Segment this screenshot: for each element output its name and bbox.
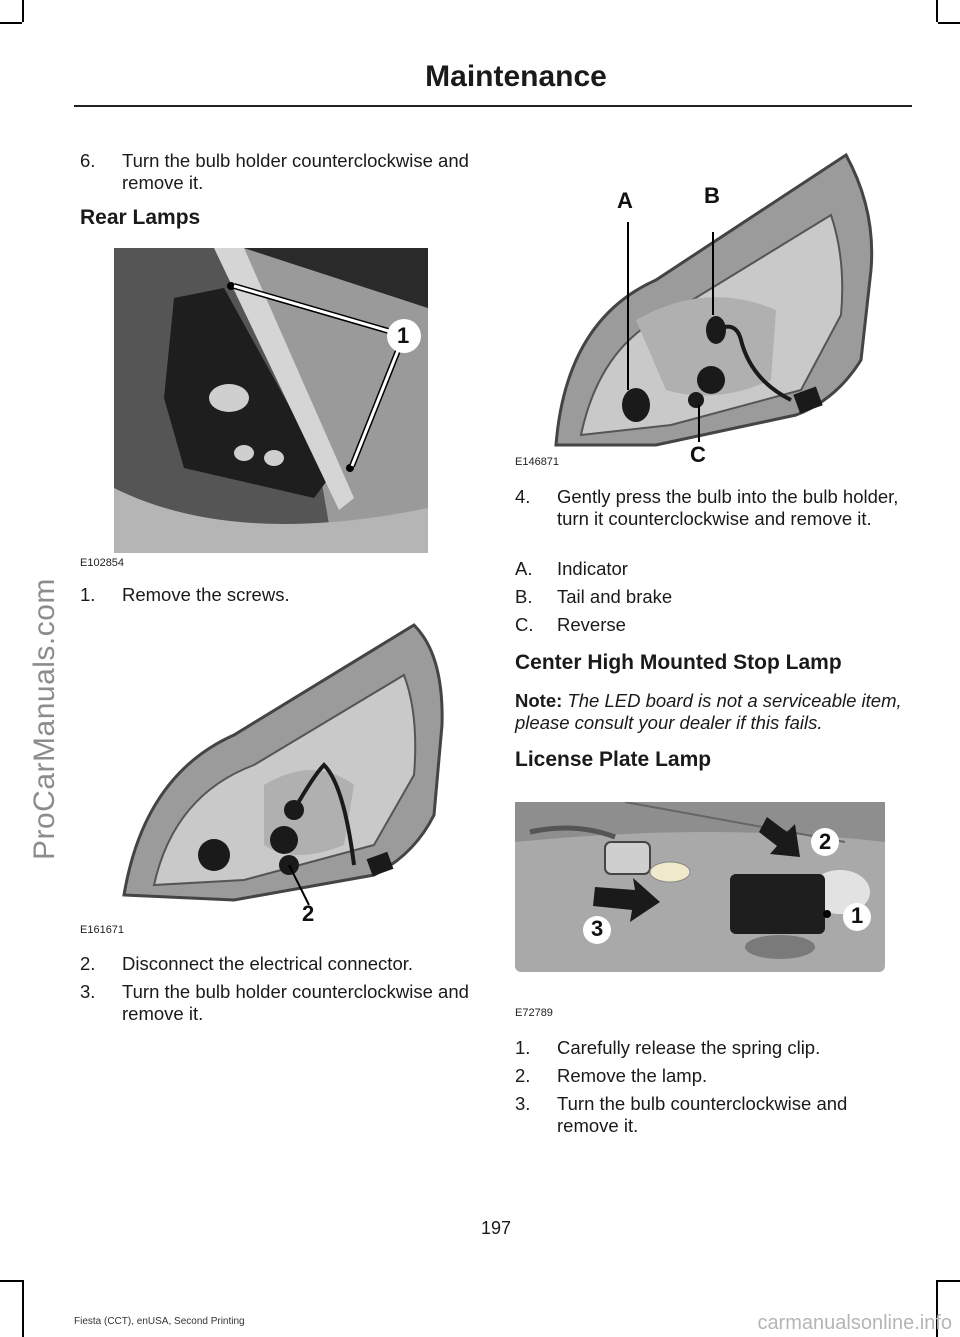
- crop-mark: [936, 1280, 938, 1337]
- callout-3: 3: [591, 916, 604, 941]
- license-step-1: 1. Carefully release the spring clip.: [515, 1037, 905, 1059]
- figure-code: E102854: [80, 557, 125, 569]
- site-watermark: carmanualsonline.info: [757, 1312, 952, 1334]
- step-number: 3.: [80, 981, 96, 1002]
- rear-lamp-illustration: [114, 248, 428, 553]
- figure-code: E72789: [515, 1007, 553, 1019]
- legend-item: C. Reverse: [515, 614, 905, 636]
- page-number: 197: [480, 1218, 512, 1238]
- rear-lamps-heading: Rear Lamps: [80, 206, 201, 229]
- figure-lamp-connector: 2: [114, 615, 454, 926]
- callout-1: 1: [851, 903, 864, 928]
- figure-code: E146871: [515, 456, 560, 468]
- license-step-3: 3. Turn the bulb counterclockwise and re…: [515, 1093, 905, 1137]
- note: Note: The LED board is not a serviceable…: [515, 690, 915, 734]
- callout-1: 1: [397, 323, 410, 348]
- step-text: Carefully release the spring clip.: [557, 1037, 821, 1058]
- step-number: 4.: [515, 486, 531, 507]
- side-watermark: ProCarManuals.com: [28, 578, 61, 860]
- legend-label: Indicator: [557, 558, 628, 579]
- figure-bulb-holders: A B C: [546, 150, 886, 467]
- step-text: Gently press the bulb into the bulb hold…: [557, 486, 899, 529]
- chmsl-heading: Center High Mounted Stop Lamp: [515, 651, 842, 674]
- note-label: Note:: [515, 690, 563, 711]
- step-6: 6. Turn the bulb holder counterclockwise…: [80, 150, 480, 194]
- step-number: 3.: [515, 1093, 531, 1114]
- step-text: Turn the bulb holder counterclockwise an…: [122, 150, 469, 193]
- note-text: The LED board is not a serviceable item,…: [515, 690, 902, 733]
- step-2: 2. Disconnect the electrical connector.: [80, 953, 480, 975]
- callout-2: 2: [302, 901, 315, 926]
- legend-item: A. Indicator: [515, 558, 905, 580]
- lamp-assembly-illustration: [122, 623, 444, 906]
- crop-mark: [938, 22, 960, 24]
- figure-rear-lamp-screws: 1: [114, 248, 428, 553]
- header-divider: [74, 105, 912, 107]
- crop-mark: [938, 1280, 960, 1282]
- callout-2: 2: [819, 829, 832, 854]
- legend-key: B.: [515, 586, 533, 607]
- crop-mark: [936, 0, 938, 22]
- step-number: 2.: [515, 1065, 531, 1086]
- step-text: Remove the lamp.: [557, 1065, 708, 1086]
- callout-a: A: [617, 188, 633, 213]
- crop-mark: [22, 0, 24, 22]
- step-number: 2.: [80, 953, 96, 974]
- step-number: 1.: [515, 1037, 531, 1058]
- step-number: 1.: [80, 584, 96, 605]
- figure-license-plate-lamp: 1 2 3: [515, 801, 885, 972]
- step-text: Turn the bulb counterclockwise and remov…: [557, 1093, 848, 1136]
- callout-c: C: [690, 442, 706, 467]
- crop-mark: [0, 1280, 22, 1282]
- legend-key: A.: [515, 558, 533, 579]
- crop-mark: [22, 1280, 24, 1337]
- license-step-2: 2. Remove the lamp.: [515, 1065, 905, 1087]
- bulb-holders-illustration: [554, 152, 874, 447]
- step-text: Turn the bulb holder counterclockwise an…: [122, 981, 469, 1024]
- step-number: 6.: [80, 150, 96, 171]
- callout-b: B: [704, 183, 720, 208]
- step-1: 1. Remove the screws.: [80, 584, 480, 606]
- step-text: Disconnect the electrical connector.: [122, 953, 414, 974]
- legend-label: Reverse: [557, 614, 626, 635]
- license-plate-heading: License Plate Lamp: [515, 748, 712, 771]
- figure-code: E161671: [80, 924, 125, 936]
- legend-label: Tail and brake: [557, 586, 673, 607]
- step-text: Remove the screws.: [122, 584, 290, 605]
- legend-key: C.: [515, 614, 534, 635]
- footer-edition: Fiesta (CCT), enUSA, Second Printing: [74, 1316, 245, 1327]
- license-lamp-illustration: [515, 801, 885, 972]
- step-4: 4. Gently press the bulb into the bulb h…: [515, 486, 905, 530]
- legend-item: B. Tail and brake: [515, 586, 905, 608]
- step-3: 3. Turn the bulb holder counterclockwise…: [80, 981, 480, 1025]
- crop-mark: [0, 22, 22, 24]
- page-title: Maintenance: [425, 60, 607, 93]
